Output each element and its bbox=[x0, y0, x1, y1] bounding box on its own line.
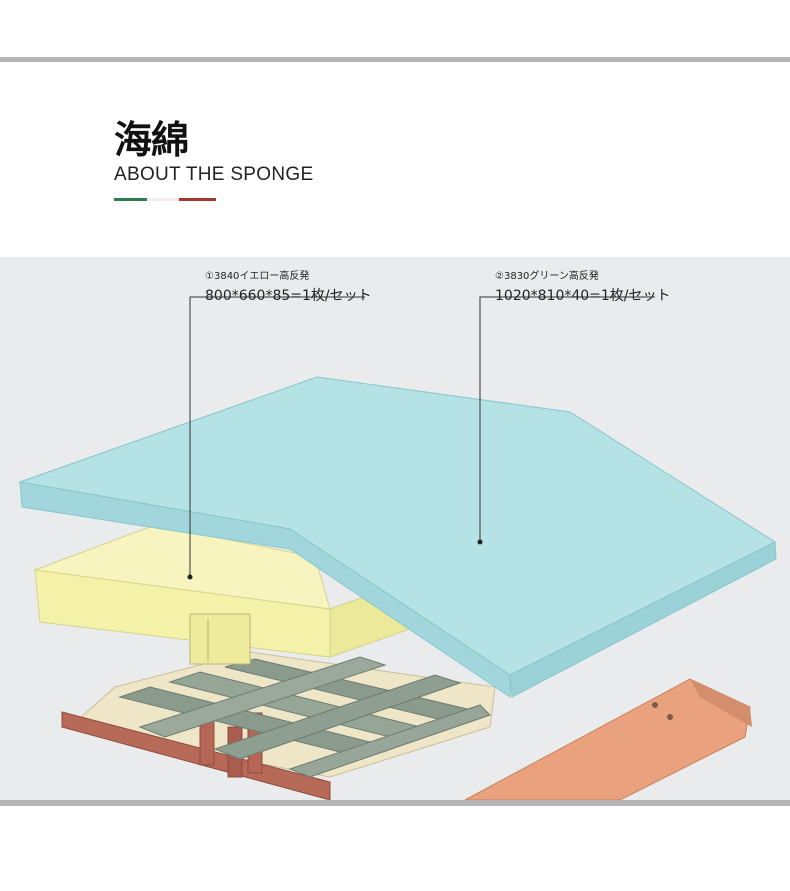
callout-yellow-sponge: ①3840イエロー高反発 800*660*85=1枚/セット bbox=[205, 270, 372, 305]
callout-name: ②3830グリーン高反発 bbox=[495, 271, 599, 282]
accent-stripe-red bbox=[179, 198, 216, 201]
wood-board bbox=[464, 678, 752, 800]
top-divider bbox=[0, 57, 790, 62]
green-sponge bbox=[18, 376, 777, 698]
callout-green-sponge: ②3830グリーン高反発 1020*810*40=1枚/セット bbox=[495, 270, 671, 305]
sponge-illustration bbox=[18, 296, 777, 800]
woven-straps bbox=[118, 656, 491, 778]
callout-spec: 1020*810*40=1枚/セット bbox=[495, 288, 671, 304]
callout-name: ①3840イエロー高反発 bbox=[205, 271, 310, 282]
accent-stripe-white bbox=[147, 198, 179, 201]
bottom-divider bbox=[0, 800, 790, 806]
callout-dot-1 bbox=[187, 574, 193, 580]
page-title-en: ABOUT THE SPONGE bbox=[114, 164, 314, 185]
accent-stripe-green bbox=[114, 198, 147, 201]
page-title-jp: 海綿 bbox=[114, 118, 189, 162]
callout-spec: 800*660*85=1枚/セット bbox=[205, 288, 372, 304]
sponge-diagram bbox=[0, 257, 790, 800]
callout-dot-2 bbox=[477, 539, 483, 545]
callout-leaders bbox=[189, 296, 655, 577]
